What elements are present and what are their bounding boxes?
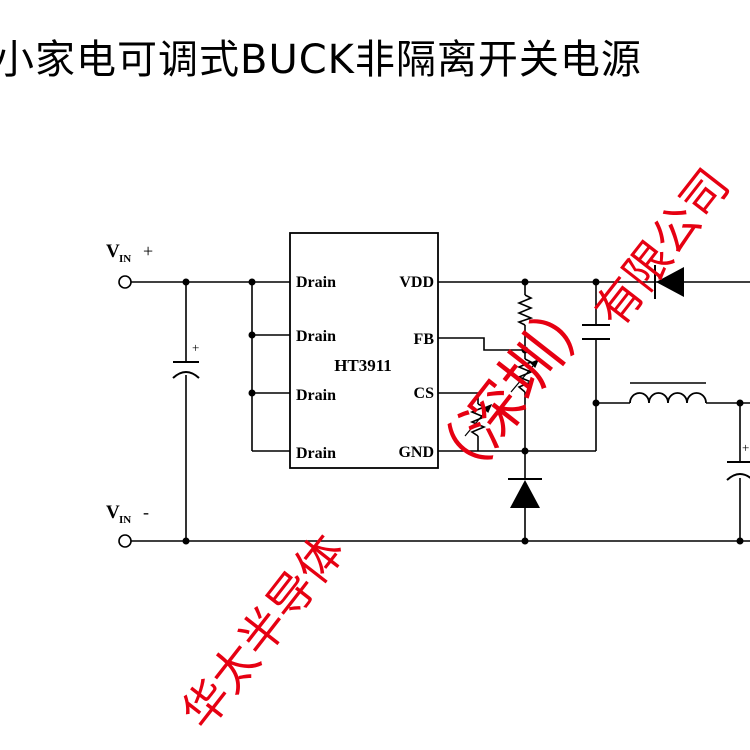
upper-resistor: [516, 294, 534, 326]
freewheel-diode: [508, 478, 542, 508]
vin-pos-terminal: [118, 275, 132, 289]
diagram-title: 小家电可调式BUCK非隔离开关电源: [0, 37, 642, 83]
output-inductor: [629, 392, 707, 404]
svg-text:V: V: [106, 241, 120, 262]
wires: [131, 281, 750, 542]
pin-drain-2: Drain: [296, 328, 336, 345]
watermark-region: （深圳）: [412, 275, 615, 507]
vin-pos-label: V IN +: [106, 241, 153, 265]
watermark-suffix: 有限公司: [584, 159, 740, 337]
potentiometer-arrow-icon: [510, 358, 540, 393]
pin-drain-1: Drain: [296, 274, 336, 291]
svg-text:V: V: [106, 502, 120, 523]
vdd-diode: [654, 265, 684, 299]
pin-vdd: VDD: [399, 274, 434, 291]
vdd-capacitor: [582, 324, 610, 340]
svg-text:IN: IN: [119, 514, 131, 526]
ic-body: [289, 232, 439, 469]
output-capacitor-polarity: +: [742, 440, 749, 455]
output-capacitor: [726, 461, 750, 481]
input-capacitor: [172, 361, 200, 379]
vin-neg-label: V IN -: [106, 502, 149, 526]
pin-fb: FB: [414, 331, 435, 348]
svg-text:-: -: [143, 502, 149, 522]
vin-neg-terminal: [118, 534, 132, 548]
watermark-company: 华太半导体: [171, 524, 355, 738]
pin-drain-3: Drain: [296, 387, 336, 404]
watermark: 华太半导体 （深圳） 有限公司: [171, 159, 740, 739]
junction-dots: [182, 278, 744, 545]
cs-arrow-icon: [464, 403, 493, 437]
pin-drain-4: Drain: [296, 445, 336, 462]
pin-cs: CS: [414, 385, 435, 402]
svg-text:+: +: [143, 241, 153, 261]
svg-text:IN: IN: [119, 253, 131, 265]
ic-name: HT3911: [334, 356, 392, 375]
pin-gnd: GND: [398, 444, 434, 461]
input-capacitor-polarity: +: [192, 340, 199, 355]
cs-resistor: [469, 403, 487, 437]
